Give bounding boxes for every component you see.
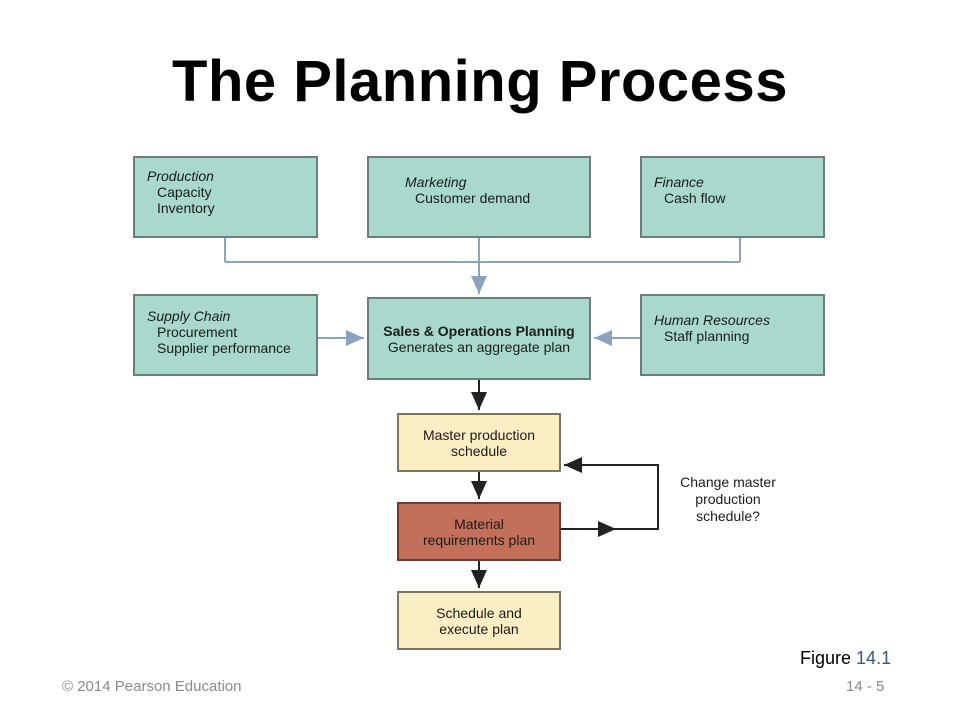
mrp-line-1: Material (454, 515, 504, 532)
sop-box: Sales & Operations Planning Generates an… (367, 297, 591, 380)
mps-line-2: schedule (450, 442, 508, 459)
mrp-line-2: requirements plan (422, 531, 536, 548)
feedback-loop-arrow (564, 457, 659, 530)
marketing-box: Marketing Customer demand (367, 156, 591, 238)
execute-line-1: Schedule and (436, 604, 522, 621)
production-line-capacity: Capacity (157, 184, 212, 200)
feedback-note-line-3: schedule? (696, 508, 760, 524)
finance-box: Finance Cash flow (640, 156, 825, 238)
sop-line-aggregate: Generates an aggregate plan (387, 338, 571, 355)
schedule-execute-box: Schedule and execute plan (397, 591, 561, 650)
footer-page-number: 14 - 5 (846, 678, 885, 695)
finance-heading: Finance (654, 174, 704, 190)
figure-caption: Figure 14.1 (800, 648, 891, 669)
supply-chain-box: Supply Chain Procurement Supplier perfor… (133, 294, 318, 376)
footer-copyright: © 2014 Pearson Education (62, 678, 242, 695)
production-line-inventory: Inventory (157, 200, 215, 216)
sop-heading: Sales & Operations Planning (383, 322, 575, 339)
slide-title: The Planning Process (172, 49, 788, 114)
marketing-heading: Marketing (405, 174, 467, 190)
mps-line-1: Master production (422, 426, 536, 443)
hr-heading: Human Resources (654, 312, 770, 328)
feedback-note-line-1: Change master (680, 474, 776, 490)
supply-chain-heading: Supply Chain (147, 308, 231, 324)
master-production-schedule-box: Master production schedule (397, 413, 561, 472)
feedback-note: Change master production schedule? (668, 474, 788, 525)
supply-chain-line-procurement: Procurement (157, 324, 238, 340)
marketing-line-demand: Customer demand (415, 190, 531, 206)
supply-chain-line-supplier: Supplier performance (157, 340, 291, 356)
hr-line-staff: Staff planning (664, 328, 750, 344)
execute-line-2: execute plan (439, 620, 519, 637)
figure-number: 14.1 (856, 648, 892, 668)
production-heading: Production (147, 168, 214, 184)
material-requirements-plan-box: Material requirements plan (397, 502, 561, 561)
feedback-note-line-2: production (695, 491, 761, 507)
figure-label: Figure (800, 648, 852, 668)
finance-line-cashflow: Cash flow (664, 190, 726, 206)
production-box: Production Capacity Inventory (133, 156, 318, 238)
human-resources-box: Human Resources Staff planning (640, 294, 825, 376)
